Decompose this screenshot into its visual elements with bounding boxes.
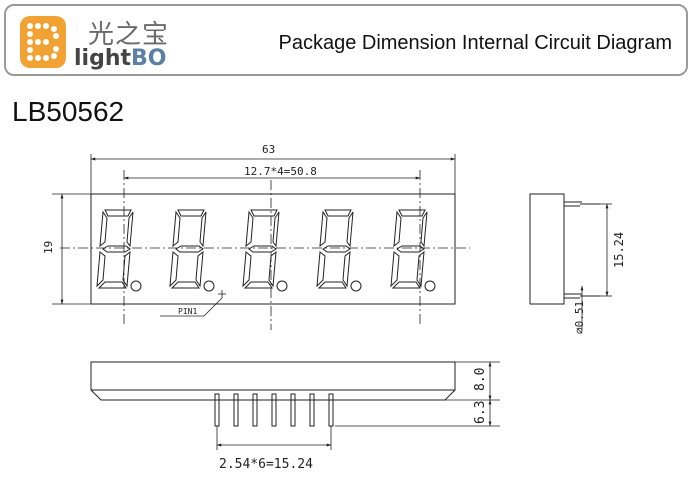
model-number: LB50562: [12, 96, 125, 127]
digit-2: [169, 209, 215, 292]
side-pin-span-label: 15.24: [612, 232, 626, 268]
display-body: [90, 193, 456, 305]
logo-brand-bo: BO: [131, 46, 167, 71]
logo-brand-text: lightBO: [74, 46, 167, 71]
pin-row: [214, 393, 334, 427]
side-view: [529, 193, 600, 305]
company-logo: 光之宝 lightBO: [16, 12, 181, 74]
logo-brand-light: light: [74, 46, 132, 71]
pin1-leader: [160, 290, 226, 317]
logo-chinese-text: 光之宝: [88, 20, 170, 50]
page-title: Package Dimension Internal Circuit Diagr…: [278, 32, 673, 54]
digit-1: [96, 209, 142, 292]
pin-spacing-label: 2.54*6=15.24: [219, 457, 313, 472]
pin-diameter-label: ∅0.51: [573, 301, 586, 334]
pin1-label: PIN1: [178, 307, 197, 316]
pin-length-label: 6.3: [473, 401, 488, 424]
header-frame: 光之宝 lightBO Package Dimension Internal C…: [4, 4, 688, 76]
overall-width-label: 63: [262, 143, 275, 156]
digit-3: [242, 209, 288, 292]
digit-5: [390, 209, 436, 292]
logo-b-icon: [20, 16, 66, 68]
digit-pitch-label: 12.7*4=50.8: [244, 165, 317, 178]
digit-4: [316, 209, 362, 292]
center-lines: [60, 170, 470, 330]
height-label: 19: [42, 241, 55, 254]
body-depth-label: 8.0: [473, 368, 488, 391]
